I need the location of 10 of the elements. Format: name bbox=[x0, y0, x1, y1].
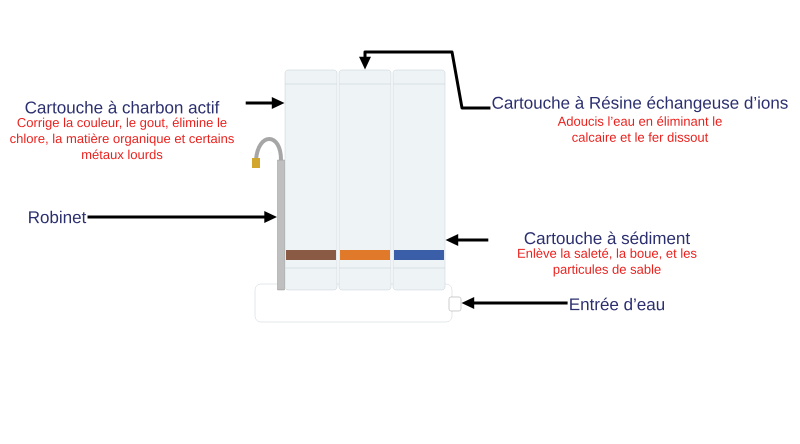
callout-text: Cartouche à Résine échangeuse d’ions Adoucis l’eau en éliminant le calcaire et le fer dissout bbox=[492, 96, 788, 142]
filter-cartridge-drawing bbox=[338, 70, 392, 290]
filter-cartridge-drawing bbox=[284, 70, 338, 290]
callout-text: Cartouche à charbon actif Corrige la couleur, le gout, élimine le chlore, la matière organique et certains métaux lourds bbox=[10, 100, 234, 160]
callout-text: Entrée d’eau bbox=[570, 298, 664, 310]
filter-cartridge-drawing bbox=[392, 70, 446, 290]
callout-text: Robinet bbox=[29, 210, 86, 224]
callout-text: Cartouche à sédiment Enlève la saleté, la boue, et les particules de sable bbox=[518, 232, 696, 276]
faucet-drawing bbox=[252, 137, 285, 290]
inlet-fitting bbox=[448, 296, 462, 312]
